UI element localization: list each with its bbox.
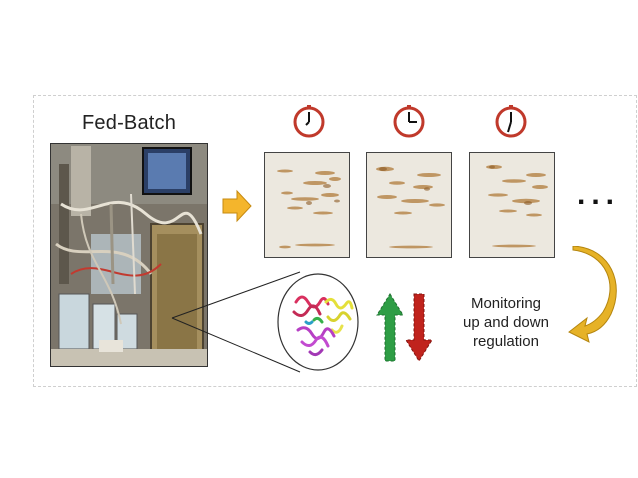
curved-arrow-icon: [567, 246, 617, 344]
process-arrow-icon: [222, 189, 252, 223]
diagram-frame: [33, 95, 637, 387]
clock-icon: [392, 103, 426, 139]
monitoring-line-3: regulation: [473, 333, 539, 350]
gel-image: [469, 152, 555, 258]
gel-image: [264, 152, 350, 258]
up-arrow-icon: [376, 293, 404, 363]
monitoring-line-2: up and down: [463, 314, 549, 331]
down-arrow-icon: [405, 293, 433, 363]
protein-structure-image: [276, 272, 360, 372]
bioreactor-photo: [50, 143, 208, 367]
fed-batch-title: Fed-Batch: [82, 112, 177, 134]
ellipsis-text: ...: [577, 178, 621, 211]
clock-icon: [494, 103, 528, 139]
monitoring-line-1: Monitoring: [470, 295, 542, 312]
gel-image: [366, 152, 452, 258]
monitoring-label: Monitoring up and down regulation: [446, 294, 566, 351]
clock-icon: [292, 103, 326, 139]
